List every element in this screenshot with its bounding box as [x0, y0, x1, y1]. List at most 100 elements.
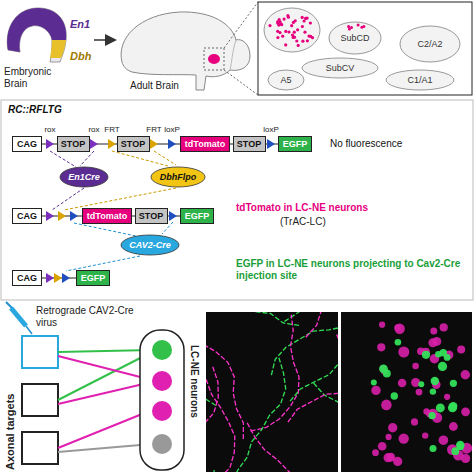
- egfp-cell: [430, 445, 437, 452]
- lc-cell: [290, 24, 293, 27]
- lc-cell: [276, 30, 279, 33]
- tdtomato-cell: [440, 323, 448, 331]
- node-text: CAG: [17, 211, 37, 221]
- lc-cell: [293, 31, 296, 34]
- lc-cell: [278, 18, 281, 21]
- tdtomato-cell: [388, 423, 397, 432]
- tdtomato-cell: [372, 449, 379, 456]
- axon-fiber: [206, 367, 218, 472]
- reporter-box: EGFP: [278, 136, 312, 152]
- egfp-cell: [379, 364, 388, 373]
- lc-cell: [301, 25, 304, 28]
- egfp-cell: [431, 377, 439, 385]
- egfp-cell: [395, 339, 402, 346]
- tdtomato-cell: [416, 389, 423, 396]
- tdtomato-cell: [461, 407, 470, 416]
- lc-cell: [292, 36, 295, 39]
- panel-frame: [1, 100, 473, 300]
- ellipse-shape: [121, 235, 179, 255]
- node-text: STOP: [61, 139, 85, 149]
- tdtomato-cell: [381, 400, 392, 411]
- node-text: EGFP: [81, 273, 106, 283]
- egfp-cell: [422, 351, 430, 359]
- axon-fiber: [206, 340, 243, 439]
- stage-label: Adult Brain: [130, 80, 179, 92]
- region-label: SubCV: [326, 63, 355, 73]
- tdtomato-cell: [449, 422, 458, 431]
- site-label: loxP: [164, 125, 180, 134]
- egfp-cell: [435, 351, 442, 358]
- stop-cassette: STOP: [233, 136, 266, 152]
- stop-cassette: STOP: [135, 208, 168, 224]
- egfp-cell: [456, 441, 465, 450]
- node-text: STOP: [139, 211, 163, 221]
- axon-fiber: [337, 334, 338, 417]
- lc-cell: [301, 16, 304, 19]
- lc-cell: [284, 43, 287, 46]
- region-label: A5: [280, 75, 291, 85]
- site-label: rox: [44, 125, 55, 134]
- lc-cell: [287, 30, 290, 33]
- lc-cell: [280, 23, 283, 26]
- lc-cell: [347, 25, 350, 28]
- node-text: EGFP: [185, 211, 210, 221]
- promoter-box: CAG: [12, 136, 42, 152]
- outcome-label: tdTomato in LC-NE neurons: [236, 202, 368, 214]
- tdtomato-cell: [384, 453, 393, 462]
- tdtomato-cell: [395, 324, 405, 334]
- egfp-cell: [438, 362, 447, 371]
- adult-brain: [121, 2, 258, 95]
- tdtomato-cell: [422, 432, 428, 438]
- embryonic-brain: [7, 8, 66, 62]
- tdtomato-cell: [386, 434, 392, 440]
- lc-cell: [268, 24, 271, 27]
- outcome-label: No fluorescence: [330, 138, 402, 150]
- gene-label: Dbh: [70, 50, 91, 63]
- projection-lines: [58, 350, 152, 452]
- outcome-label: EGFP in LC-NE neurons projecting to Cav2…: [236, 258, 468, 281]
- node-text: tdTomato: [185, 139, 225, 149]
- develop-arrow: [94, 39, 114, 41]
- site-label: FRT: [146, 125, 161, 134]
- lc-cell: [295, 39, 298, 42]
- ellipse-shape: [60, 167, 108, 187]
- gene-label: En1: [70, 18, 90, 31]
- axon-fiber: [288, 393, 338, 456]
- virus-circle: CAV2-Cre: [120, 234, 180, 256]
- lc-cell: [279, 22, 282, 25]
- axis-label: Axonal targets: [4, 394, 17, 470]
- ellipse-shape: [151, 167, 205, 187]
- region-label: SubCD: [340, 33, 369, 43]
- tdtomato-cell: [457, 346, 465, 354]
- virus-label: Retrograde CAV2-Cre virus: [36, 305, 148, 328]
- region-label: C1/A1: [407, 75, 432, 85]
- lc-cell: [303, 19, 306, 22]
- lc-cell: [309, 21, 312, 24]
- region-label: C2/A2: [417, 39, 442, 49]
- reporter-box: tdTomato: [82, 208, 132, 224]
- tdtomato-cell: [439, 435, 449, 445]
- stop-cassette: STOP: [57, 136, 90, 152]
- promoter-box: CAG: [12, 208, 42, 224]
- syringe-icon: [6, 302, 32, 334]
- tdtomato-cell: [398, 379, 407, 388]
- egfp-cell: [450, 380, 457, 387]
- site-label: loxP: [263, 125, 279, 134]
- lc-cell: [283, 18, 286, 21]
- lc-ne-neuron-group: [140, 330, 184, 470]
- lc-cell: [357, 24, 360, 27]
- lc-cell: [309, 35, 312, 38]
- axon-fiber: [206, 312, 216, 406]
- axon-fiber: [302, 312, 321, 337]
- axon-fiber: [247, 423, 320, 472]
- node-text: CAG: [17, 139, 37, 149]
- node-text: STOP: [121, 139, 145, 149]
- node-text: CAV2-Cre: [129, 240, 170, 250]
- tdtomato-cell: [461, 370, 470, 379]
- lc-cell: [362, 25, 365, 28]
- lc-cell: [306, 39, 309, 42]
- node-text: EGFP: [283, 139, 308, 149]
- tdtomato-cell: [399, 433, 409, 443]
